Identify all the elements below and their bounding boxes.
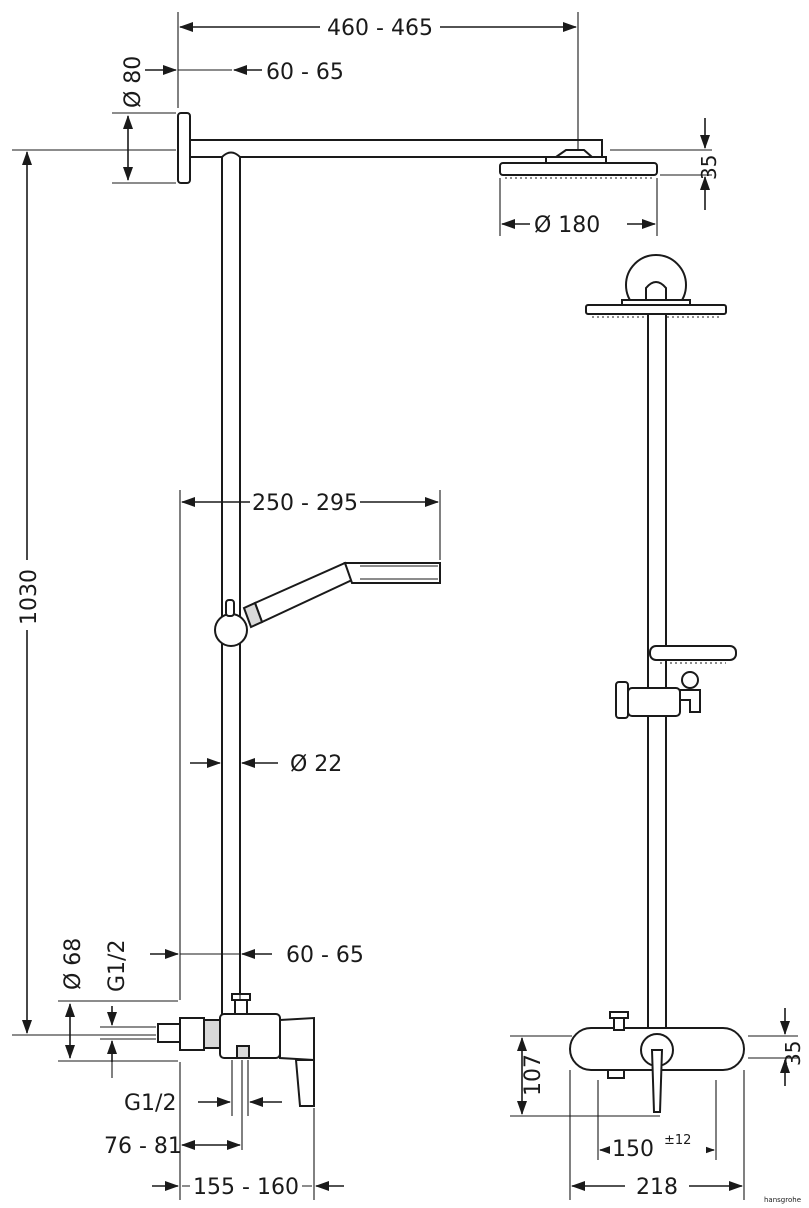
dim-flange-diameter: Ø 80 xyxy=(121,56,146,108)
handshower-holder-front xyxy=(615,645,737,719)
dim-arm-reach: 460 - 465 xyxy=(327,16,433,41)
dim-centres-tolerance: ±12 xyxy=(664,1133,691,1148)
shower-arm xyxy=(189,139,603,158)
dim-arm-offset-top: 60 - 65 xyxy=(266,60,344,85)
mixer-front xyxy=(569,1011,745,1113)
dim-overhead-height: 35 xyxy=(697,155,721,180)
dim-total-height: 1030 xyxy=(17,569,42,625)
dim-escutcheon-diameter: Ø 68 xyxy=(61,938,86,990)
overhead-shower xyxy=(499,149,658,179)
watermark-text: hansgrohe xyxy=(764,1196,801,1204)
mixer-side xyxy=(157,993,315,1107)
overhead-front xyxy=(585,254,727,318)
hand-shower xyxy=(214,561,441,647)
dim-rail-offset-bottom: 60 - 65 xyxy=(286,943,364,968)
dim-rail-diameter: Ø 22 xyxy=(290,752,342,777)
dim-thread-left: G1/2 xyxy=(105,940,130,992)
dim-thread-bottom: G1/2 xyxy=(124,1091,176,1116)
dim-overhead-diameter: Ø 180 xyxy=(534,213,600,238)
dim-mixer-depth-outer: 155 - 160 xyxy=(193,1175,299,1200)
riser-rail xyxy=(221,151,241,1019)
front-view: 35 107 150 ±12 218 xyxy=(510,254,805,1200)
riser-rail-front xyxy=(647,313,667,1037)
dim-handshower-reach: 250 - 295 xyxy=(252,491,358,516)
dim-mixer-width: 218 xyxy=(636,1175,678,1200)
wall-flange xyxy=(177,112,191,184)
dim-mixer-top-offset: 35 xyxy=(781,1041,805,1066)
dim-mixer-depth-inner: 76 - 81 xyxy=(104,1134,182,1159)
dim-mixer-height: 107 xyxy=(521,1054,546,1096)
dim-centres: 150 xyxy=(612,1137,654,1162)
side-view: 460 - 465 60 - 65 Ø 80 35 Ø 180 1030 xyxy=(12,12,721,1200)
